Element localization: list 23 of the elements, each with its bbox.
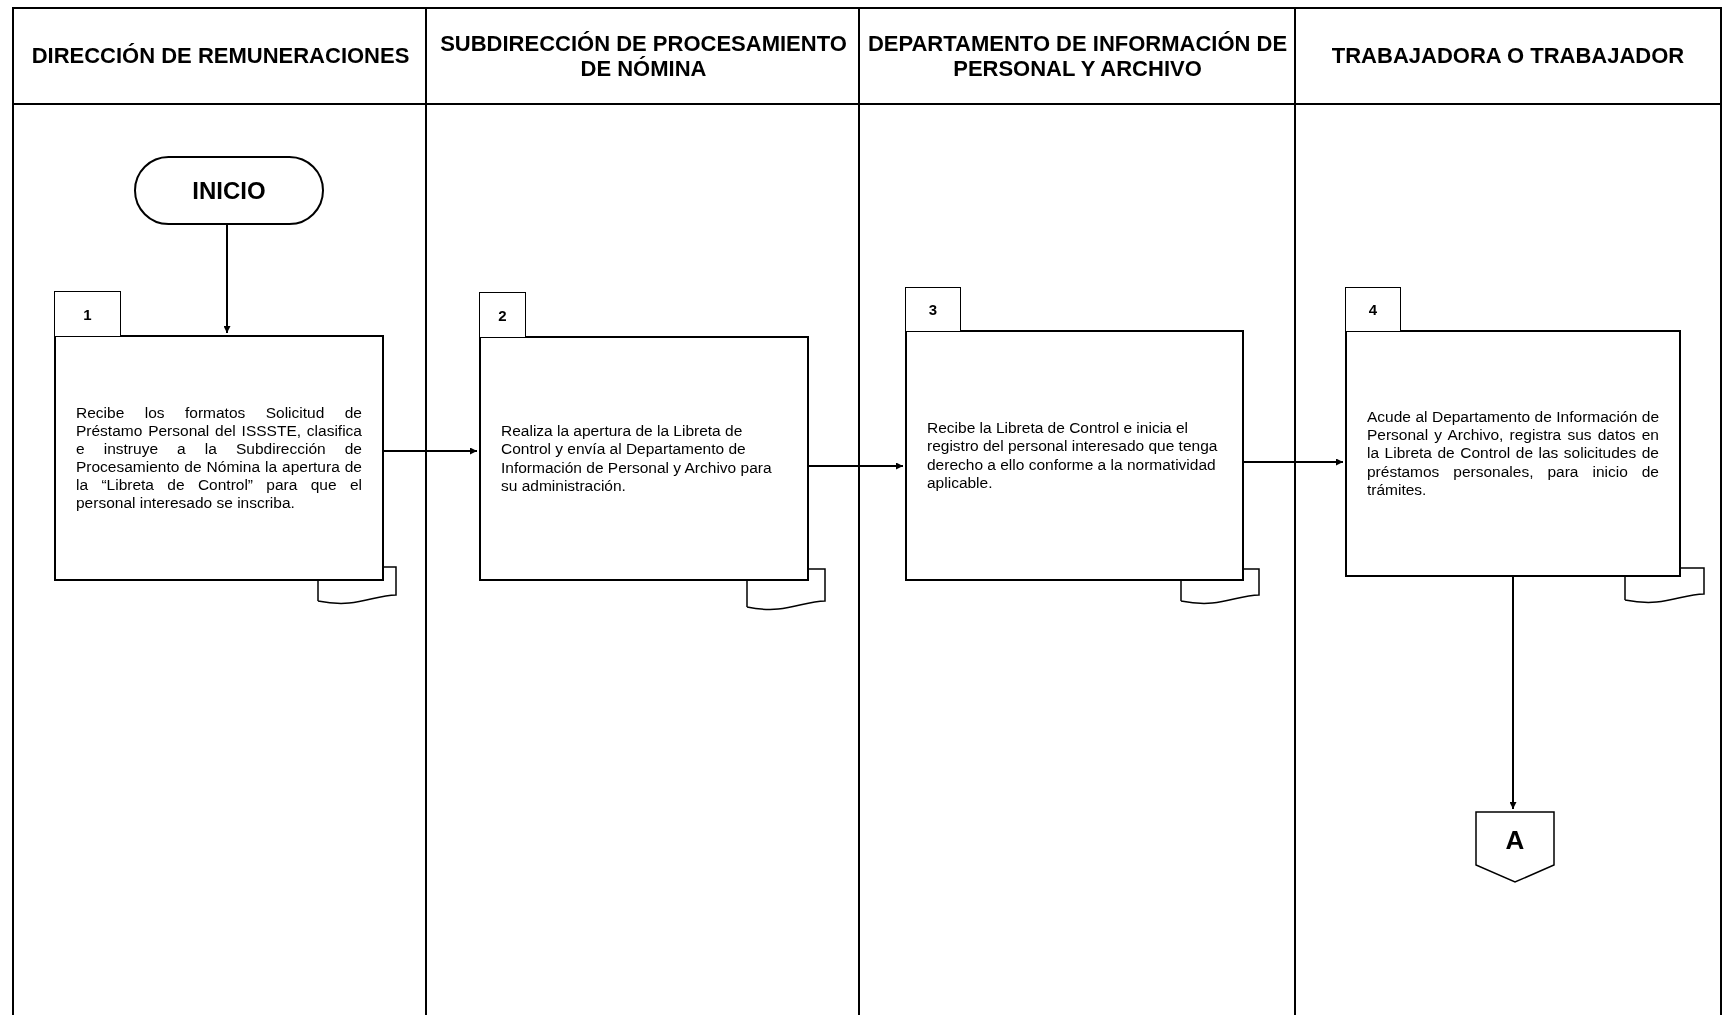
step-number: 3 [905,287,961,331]
swimlane [425,7,860,1015]
step-number: 2 [479,292,526,337]
arrow [806,462,904,470]
process-text: Realiza la apertura de la Libreta de Control y envía al Departamento de Información de Personal y Archivo para su administración. [501,422,773,495]
process-text: Recibe la Libreta de Control e inicia el registro del personal interesado que tenga derecho a ello conforme a la normatividad aplicable. [927,419,1219,492]
arrow [223,222,231,334]
start-terminal: INICIO [134,156,324,225]
swimlane [12,7,427,1015]
step-number: 1 [54,291,121,336]
arrow [381,447,478,455]
arrow [1509,574,1517,810]
lane-header: SUBDIRECCIÓN DE PROCESAMIENTO DE NÓMINA [427,9,860,105]
offpage-connector: A [1475,811,1555,883]
arrow [1241,458,1344,466]
lane-header: DIRECCIÓN DE REMUNERACIONES [14,9,427,105]
step-number: 4 [1345,287,1401,331]
lane-header: DEPARTAMENTO DE INFORMACIÓN DE PERSONAL Y ARCHIVO [860,9,1295,105]
swimlane [1294,7,1722,1015]
process-text: Recibe los formatos Solicitud de Préstamo Personal del ISSSTE, clasifica e instruye a la Subdirección de Procesamiento de Nómina la apertura de la “Libreta de Control” para que el personal interesado se inscriba. [76,403,362,513]
lane-header: TRABAJADORA O TRABAJADOR [1296,9,1720,105]
process-text: Acude al Departamento de Información de Personal y Archivo, registra sus datos en la Libreta de Control de las solicitudes de préstamos personales, para inicio de trámites. [1367,408,1659,499]
swimlane [858,7,1295,1015]
